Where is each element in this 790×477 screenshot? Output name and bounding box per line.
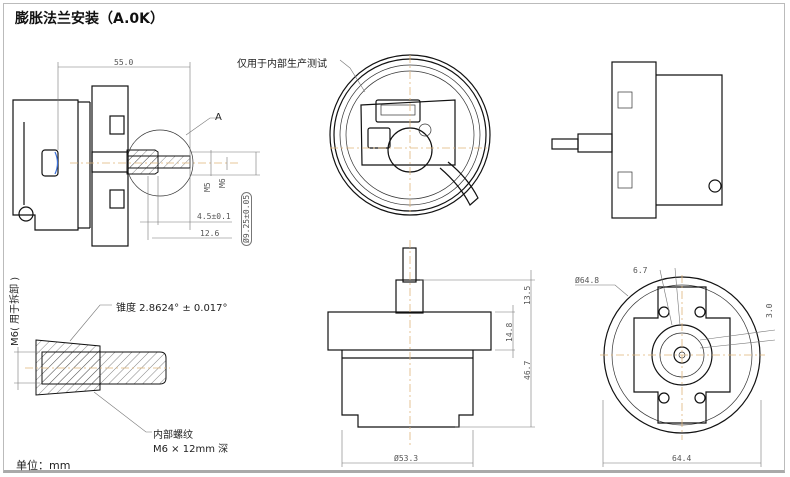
detail-a-label: A <box>215 112 222 123</box>
side-view-bottom <box>327 240 535 467</box>
dim-3-0: 3.0 <box>765 303 774 318</box>
dim-width-64-4: 64.4 <box>672 454 692 463</box>
drawing-title: 膨胀法兰安装（A.0K） <box>15 11 165 27</box>
internal-test-note: 仅用于内部生产测试 <box>237 59 327 70</box>
dim-13-5: 13.5 <box>523 285 532 305</box>
dim-diameter-64-8: Ø64.8 <box>575 276 600 285</box>
front-view-bottom <box>575 267 776 467</box>
thread-spec-label: M6 × 12mm 深 <box>153 444 229 455</box>
front-view-top <box>329 54 491 216</box>
taper-label: 锥度 2.8624° ± 0.017° <box>116 303 228 314</box>
detail-view-a <box>14 304 170 433</box>
drawing-frame <box>3 3 785 473</box>
dim-46-7: 46.7 <box>523 360 532 380</box>
dim-diameter-9-25: Ø9.25±0.05 <box>241 191 252 246</box>
units-label: 单位：mm <box>16 459 71 472</box>
dim-6-7: 6.7 <box>633 266 648 275</box>
dim-diameter-53-3: Ø53.3 <box>394 454 419 463</box>
m6-removal-label: M6( 用于拆卸 ) <box>10 276 21 346</box>
side-view-left <box>12 62 260 247</box>
dim-m6: M6 <box>218 178 227 188</box>
dim-length-55: 55.0 <box>114 58 134 67</box>
dim-m5: M5 <box>203 182 212 192</box>
dim-4-5: 4.5±0.1 <box>197 212 231 221</box>
side-view-right <box>551 61 723 219</box>
dim-14-8: 14.8 <box>505 322 514 342</box>
dim-12-6: 12.6 <box>200 229 220 238</box>
thread-label: 内部螺纹 <box>153 430 193 441</box>
